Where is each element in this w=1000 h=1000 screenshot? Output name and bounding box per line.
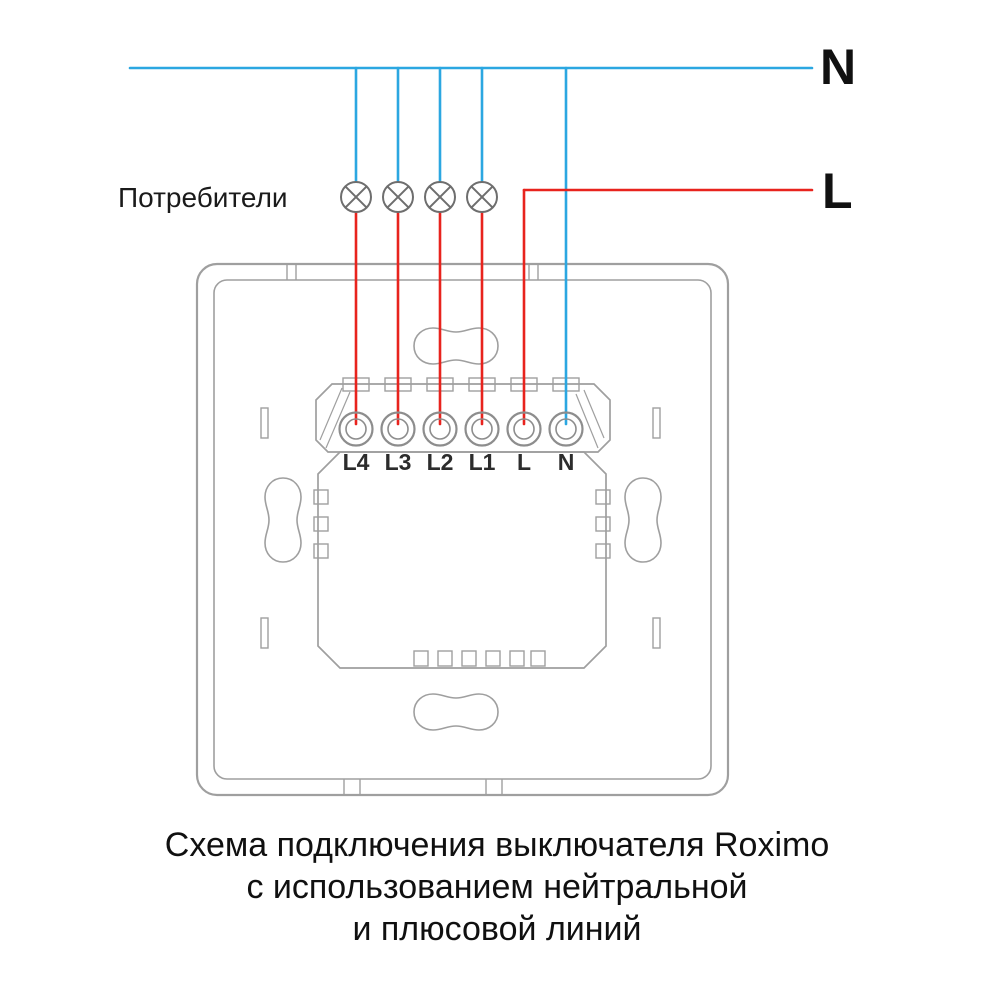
mounting-slot-left [264, 477, 302, 563]
caption: Схема подключения выключателя Roximo с и… [165, 826, 829, 948]
terminal-screw-l [506, 411, 542, 447]
terminal-screw-n [548, 411, 584, 447]
terminal-screw-l2 [422, 411, 458, 447]
caption-line-1: Схема подключения выключателя Roximo [165, 826, 829, 864]
switch-module-body [317, 451, 607, 669]
terminal-screw-l1 [464, 411, 500, 447]
lamp-icon-3 [424, 181, 456, 213]
mounting-slots [264, 327, 662, 731]
mounting-slot-top [413, 327, 499, 365]
terminal-screw-l4 [338, 411, 374, 447]
neutral-wires [128, 66, 814, 426]
module-bottom-pins [413, 650, 546, 667]
terminal-label-l4: L4 [343, 449, 370, 475]
caption-line-2: с использованием нейтральной [246, 868, 747, 906]
terminal-label-l2: L2 [427, 449, 454, 475]
terminal-end-hatching [319, 387, 605, 449]
terminal-labels: L4 L3 L2 L1 L N [343, 449, 575, 475]
terminal-label-n: N [558, 449, 575, 475]
corner-slot-marks [260, 407, 661, 649]
lamp-icon-2 [382, 181, 414, 213]
terminal-screw-l3 [380, 411, 416, 447]
terminal-label-l1: L1 [469, 449, 496, 475]
switch-inner-frame [213, 279, 712, 780]
live-line-label: L [822, 163, 853, 219]
lamp-icon-1 [340, 181, 372, 213]
terminal-label-l3: L3 [385, 449, 412, 475]
switch-outer-frame [195, 262, 730, 797]
caption-line-3: и плюсовой линий [352, 910, 641, 948]
neutral-line-label: N [820, 39, 856, 95]
module-side-clips [313, 489, 611, 559]
live-wires [354, 188, 814, 426]
switch-body [195, 262, 730, 797]
mounting-slot-bottom [413, 693, 499, 731]
lamp-icon-4 [466, 181, 498, 213]
consumers-label: Потребители [118, 182, 288, 213]
lamps [340, 181, 498, 213]
terminal-screws [338, 411, 584, 447]
frame-notch-marks [286, 264, 539, 795]
terminal-label-l: L [517, 449, 531, 475]
mounting-slot-right [624, 477, 662, 563]
